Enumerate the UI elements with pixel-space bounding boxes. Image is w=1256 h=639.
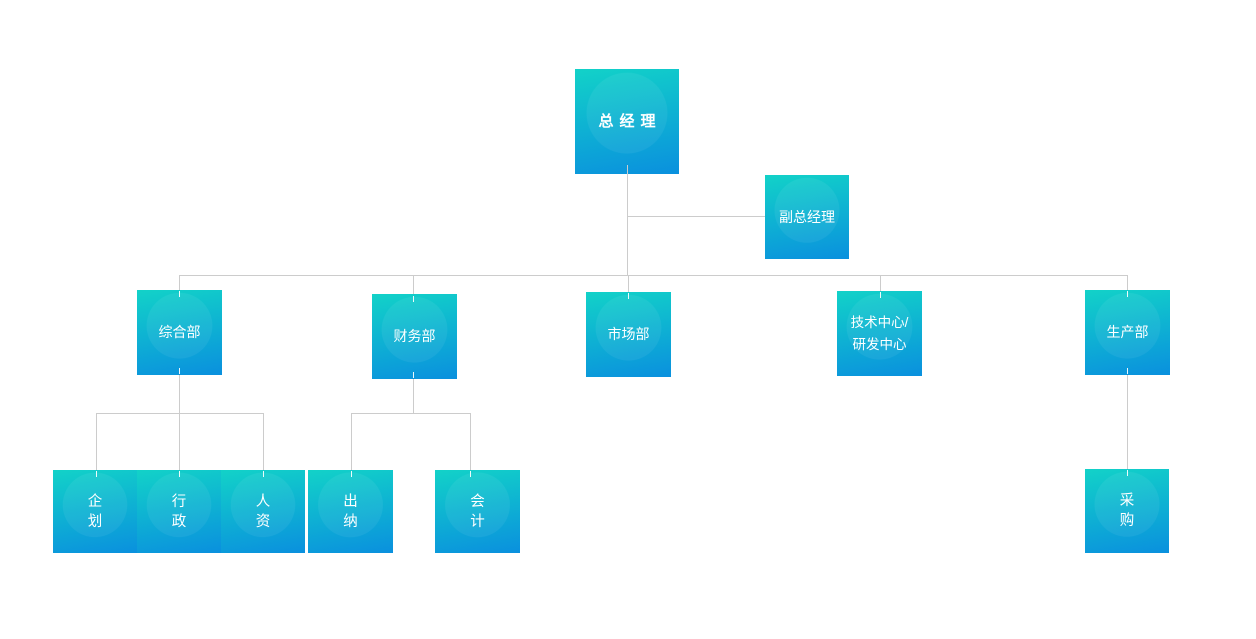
org-node-general-department: 综合部 <box>137 290 222 375</box>
connector-line <box>179 275 180 297</box>
org-node-label: 采购 <box>1119 493 1135 529</box>
connector-line <box>627 165 628 276</box>
connector-line <box>413 365 414 414</box>
org-node-human-resources: 人资 <box>221 470 305 553</box>
connector-line <box>351 413 352 475</box>
connector-line <box>1127 275 1128 297</box>
org-node-accounting: 会计 <box>435 470 520 553</box>
org-node-label: 企划 <box>87 493 103 530</box>
connector-tick <box>413 296 414 302</box>
org-node-administration: 行政 <box>137 470 221 553</box>
org-node-label: 会计 <box>470 493 485 530</box>
connector-tick <box>413 372 414 378</box>
org-node-finance-department: 财务部 <box>372 294 457 379</box>
connector-line <box>470 413 471 475</box>
connector-line <box>179 275 1128 276</box>
org-node-cashier: 出纳 <box>308 470 393 553</box>
org-node-marketing-department: 市场部 <box>586 292 671 377</box>
connector-line <box>351 413 471 414</box>
connector-line <box>1127 360 1128 475</box>
org-node-deputy-general-manager: 副总经理 <box>765 175 849 259</box>
connector-line <box>179 413 180 475</box>
connector-line <box>96 413 97 475</box>
connector-tick <box>628 293 629 299</box>
org-node-label-line2: 研发中心 <box>852 336 907 352</box>
org-node-general-manager: 总经理 <box>575 69 679 174</box>
org-node-planning: 企划 <box>53 470 137 553</box>
org-node-label: 人资 <box>255 493 271 530</box>
connector-tick <box>880 292 881 298</box>
org-node-label: 财务部 <box>393 328 436 345</box>
connector-line <box>880 275 881 297</box>
connector-tick <box>351 471 352 477</box>
connector-line <box>413 275 414 299</box>
connector-tick <box>179 368 180 374</box>
connector-line <box>96 413 264 414</box>
connector-tick <box>96 471 97 477</box>
connector-line <box>263 413 264 475</box>
connector-tick <box>1127 470 1128 476</box>
org-node-label: 市场部 <box>607 326 650 343</box>
connector-tick <box>179 291 180 297</box>
connector-line <box>179 360 180 414</box>
org-node-label: 行政 <box>171 493 187 530</box>
org-node-tech-center: 技术中心/ 研发中心 <box>837 291 922 376</box>
org-node-label: 出纳 <box>343 493 358 530</box>
org-node-label: 综合部 <box>158 324 201 341</box>
connector-line <box>627 216 765 217</box>
connector-tick <box>179 471 180 477</box>
org-node-production-department: 生产部 <box>1085 290 1170 375</box>
org-node-label: 生产部 <box>1106 324 1149 341</box>
connector-line <box>628 275 629 297</box>
connector-tick <box>1127 368 1128 374</box>
org-node-label-line1: 技术中心/ <box>850 314 909 330</box>
connector-tick <box>263 471 264 477</box>
org-node-label: 总经理 <box>598 112 662 130</box>
org-node-procurement: 采购 <box>1085 469 1169 553</box>
connector-tick <box>470 471 471 477</box>
org-node-label: 副总经理 <box>779 208 835 225</box>
connector-tick <box>1127 291 1128 297</box>
